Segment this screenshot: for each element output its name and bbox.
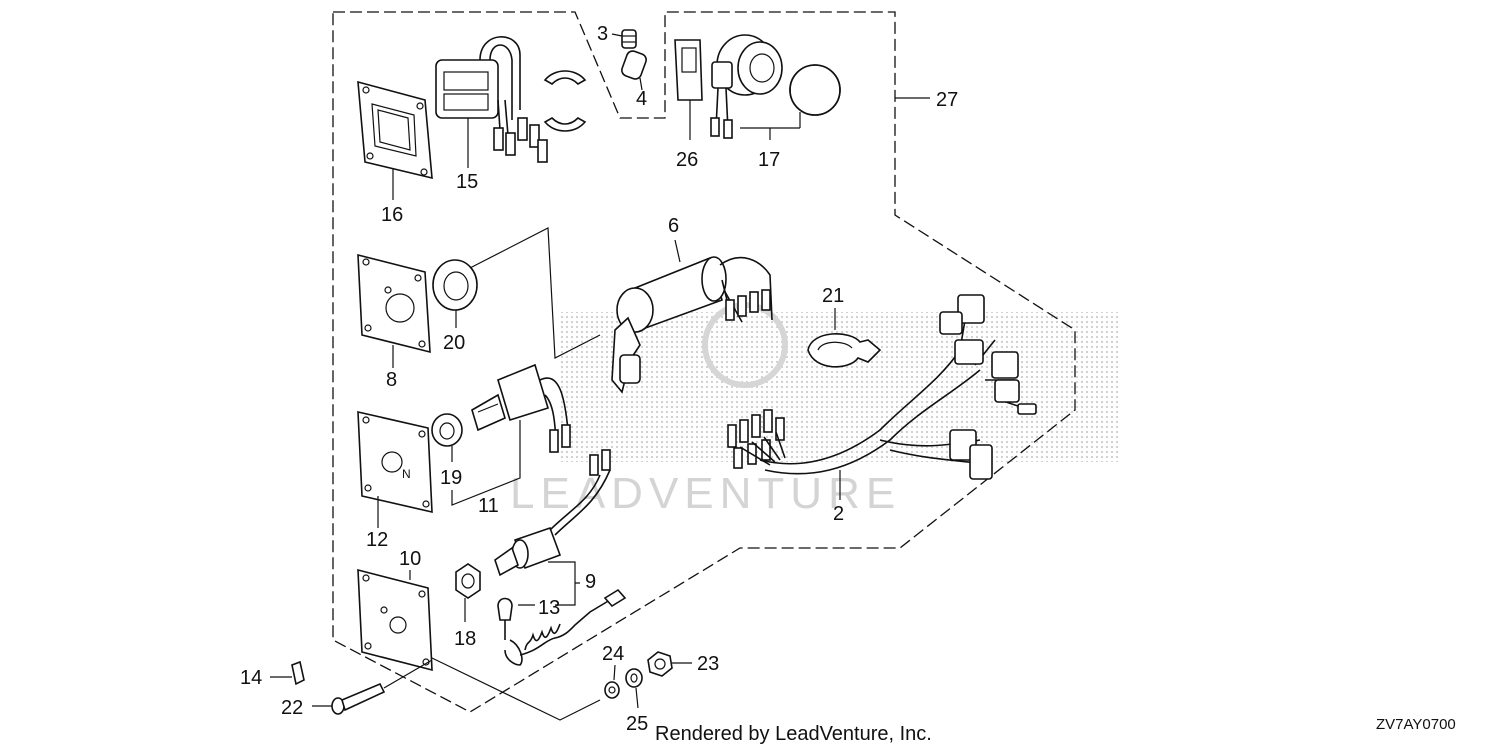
callout-12: 12: [366, 529, 388, 551]
part-14-clip: [270, 660, 305, 686]
part-13-lanyard: [497, 588, 627, 666]
clips: [543, 70, 587, 132]
part-9-switch: [494, 449, 611, 606]
callout-11: 11: [478, 495, 499, 517]
callout-2: 2: [833, 503, 844, 525]
part-12-plate: N: [357, 410, 433, 528]
part-19-nut: [431, 413, 521, 506]
part-8-plate: [357, 253, 431, 368]
callout-18: 18: [454, 628, 476, 650]
callout-16: 16: [381, 204, 403, 226]
part-22-screw: [312, 659, 433, 715]
part-26-holder: [674, 39, 703, 140]
callout-9: 9: [585, 571, 596, 593]
part-6-key-switch: [611, 239, 773, 394]
part-18-nut: [455, 563, 481, 622]
watermark-text: LEADVENTURE: [510, 469, 901, 518]
part-4-sleeve: [621, 50, 647, 91]
callout-labels: 2 3 4 6 8 9 10 11 12 13 14 15 16 17 18 1…: [240, 23, 958, 735]
callout-20: 20: [443, 332, 465, 354]
callout-23: 23: [697, 653, 719, 675]
callout-15: 15: [456, 171, 478, 193]
callout-19: 19: [440, 467, 462, 489]
diagram-code: ZV7AY0700: [1376, 716, 1456, 733]
callout-17: 17: [758, 149, 780, 171]
callout-4: 4: [636, 88, 647, 110]
callout-22: 22: [281, 697, 303, 719]
part-24-washer: [604, 664, 620, 699]
part-20-grommet: [432, 227, 601, 359]
harness-terminals: [727, 409, 786, 469]
assembly-outline: [332, 11, 1076, 713]
part-15-switch: [435, 36, 548, 168]
part-25-washer: [431, 657, 643, 721]
callout-8: 8: [386, 369, 397, 391]
part-16-plate: [357, 80, 433, 200]
callout-21: 21: [822, 285, 844, 307]
part-23-nut: [647, 651, 692, 677]
callout-3: 3: [597, 23, 608, 45]
part-3-bolt: [611, 29, 637, 49]
callout-24: 24: [602, 643, 624, 665]
part-21-clamp: [807, 308, 882, 368]
callout-6: 6: [668, 215, 679, 237]
plate-marking: N: [402, 467, 411, 481]
part-11-switch: [471, 363, 571, 453]
part-2-harness: [727, 294, 1037, 500]
part-17-buzzer: [710, 34, 841, 140]
callout-14: 14: [240, 667, 262, 689]
part-10-plate: [357, 568, 433, 672]
callout-26: 26: [676, 149, 698, 171]
callout-10: 10: [399, 548, 421, 570]
callout-27: 27: [936, 89, 958, 111]
callout-13: 13: [538, 597, 560, 619]
callout-25: 25: [626, 713, 648, 735]
rendered-by-credit: Rendered by LeadVenture, Inc.: [655, 723, 932, 745]
